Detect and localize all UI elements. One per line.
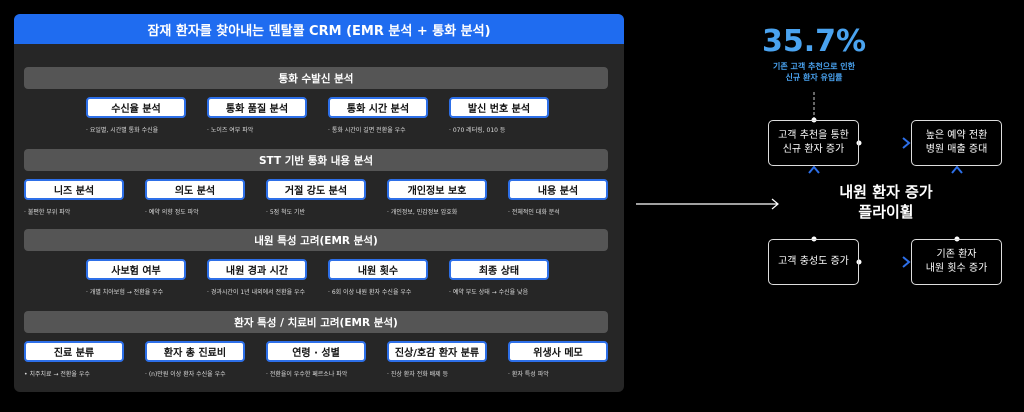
analysis-item: 통화 품질 분석 xyxy=(207,97,307,118)
panel-title: 잠재 환자를 찾아내는 덴탈콜 CRM (EMR 분석 + 통화 분석) xyxy=(14,14,624,44)
analysis-note: · 5점 척도 기반 xyxy=(266,209,306,216)
analysis-note: · (n)만원 이상 환자 수신율 우수 xyxy=(145,371,226,378)
analysis-note: · 경과시간이 1년 내외에서 전환율 우수 xyxy=(207,289,306,296)
analysis-item: 거절 강도 분석 xyxy=(266,179,366,200)
section-header: 환자 특성 / 치료비 고려(EMR 분석) xyxy=(24,311,608,333)
arrow-right-up xyxy=(951,165,963,242)
main-arrow xyxy=(636,198,779,210)
analysis-note: · 070 레터링, 010 등 xyxy=(449,127,506,134)
analysis-item: 수신율 분석 xyxy=(86,97,186,118)
analysis-note: • 치주치료 → 전환율 우수 xyxy=(24,371,90,378)
analysis-note: · 개인정보, 민감정보 암호화 xyxy=(387,209,458,216)
section-header: STT 기반 통화 내용 분석 xyxy=(24,149,608,171)
flywheel-node-loyalty: 고객 충성도 증가 xyxy=(768,239,859,285)
analysis-item: 진료 분류 xyxy=(24,341,124,362)
analysis-note: · 요일별, 시간별 통화 수신율 xyxy=(86,127,159,134)
analysis-item: 내원 횟수 xyxy=(328,259,428,280)
section-header: 통화 수발신 분석 xyxy=(24,67,608,89)
analysis-note: · 통화 시간이 길면 전환율 우수 xyxy=(328,127,406,134)
stat-value: 35.7% xyxy=(761,24,867,59)
analysis-note: · 전환율이 우수한 페르소나 파악 xyxy=(266,371,348,378)
analysis-note: · 예약 의향 정도 파악 xyxy=(145,209,199,216)
analysis-item: 통화 시간 분석 xyxy=(328,97,428,118)
analysis-item: 진상/호감 환자 분류 xyxy=(387,341,487,362)
arrow-top xyxy=(856,137,911,149)
analysis-item: 발신 번호 분석 xyxy=(449,97,549,118)
analysis-note: · 예약 부도 상태 → 수신율 낮음 xyxy=(449,289,529,296)
analysis-item: 위생사 메모 xyxy=(508,341,608,362)
analysis-item: 최종 상태 xyxy=(449,259,549,280)
section-header: 내원 특성 고려(EMR 분석) xyxy=(24,229,608,251)
analysis-item: 내용 분석 xyxy=(508,179,608,200)
analysis-item: 사보험 여부 xyxy=(86,259,186,280)
analysis-note: · 전체적인 대화 분석 xyxy=(508,209,560,216)
analysis-item: 연령 · 성별 xyxy=(266,341,366,362)
analysis-item: 환자 총 진료비 xyxy=(145,341,245,362)
analysis-note: · 6회 이상 내원 환자 수신율 우수 xyxy=(328,289,412,296)
arrow-bottom xyxy=(856,256,911,268)
analysis-item: 내원 경과 시간 xyxy=(207,259,307,280)
analysis-note: · 환자 특성 파악 xyxy=(508,371,549,378)
analysis-item: 의도 분석 xyxy=(145,179,245,200)
analysis-note: · 노이즈 여부 파악 xyxy=(207,127,254,134)
analysis-note: · 불편한 부위 파악 xyxy=(24,209,71,216)
analysis-item: 니즈 분석 xyxy=(24,179,124,200)
arrow-left-up xyxy=(808,165,820,242)
analysis-note: · 개별 치아보험 → 전환율 우수 xyxy=(86,289,164,296)
analysis-item: 개인정보 보호 xyxy=(387,179,487,200)
analysis-note: · 진상 환자 전화 배제 등 xyxy=(387,371,449,378)
